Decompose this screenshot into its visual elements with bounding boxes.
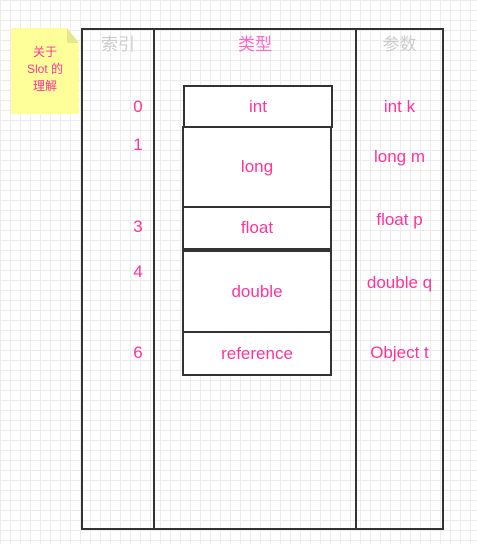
sticky-note-text: 关于 Slot 的 理解 — [11, 44, 79, 95]
param-object-t: Object t — [370, 343, 429, 362]
index-label-3: 3 — [133, 217, 143, 236]
index-label-6: 6 — [133, 343, 143, 362]
param-column — [355, 28, 444, 530]
param-int-k: int k — [383, 97, 416, 116]
param-long-m: long m — [373, 147, 426, 166]
sticky-note-fold — [67, 28, 79, 43]
header-type: 类型 — [238, 35, 272, 54]
slot-double: double — [182, 250, 332, 333]
slot-int: int — [183, 85, 333, 128]
header-index: 索引 — [101, 35, 135, 54]
slot-long: long — [182, 126, 332, 208]
note-line-2: Slot 的 — [26, 62, 63, 76]
param-float-p: float p — [376, 210, 423, 229]
note-line-3: 理解 — [32, 79, 57, 93]
slot-float: float — [182, 206, 332, 250]
index-label-0: 0 — [133, 97, 143, 116]
param-double-q: double q — [366, 273, 433, 292]
index-label-4: 4 — [133, 262, 143, 281]
slot-reference: reference — [182, 331, 332, 376]
header-param: 参数 — [382, 35, 417, 54]
note-line-1: 关于 — [32, 45, 57, 59]
index-label-1: 1 — [133, 135, 143, 154]
